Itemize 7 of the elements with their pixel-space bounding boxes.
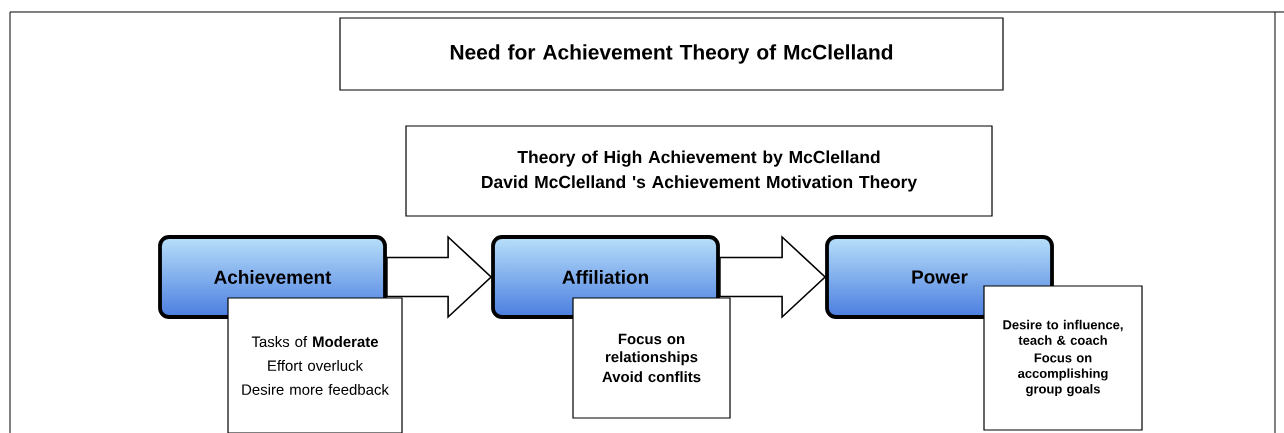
subtitle-box: Theory of High Achievement by McClelland David McClelland 's Achievement Motivation Theory	[405, 125, 993, 217]
description-box: Focus on relationships Avoid conflits	[572, 297, 731, 419]
block-arrow	[386, 235, 493, 319]
description-box: Desire to influence, teach & coach Focus on accomplishing group goals	[983, 285, 1143, 431]
title-box: Need for Achievement Theory of McClelland	[339, 17, 1004, 91]
block-arrow	[719, 235, 827, 319]
description-box: Tasks of Moderate Effort overluck Desire more feedback	[227, 297, 403, 433]
